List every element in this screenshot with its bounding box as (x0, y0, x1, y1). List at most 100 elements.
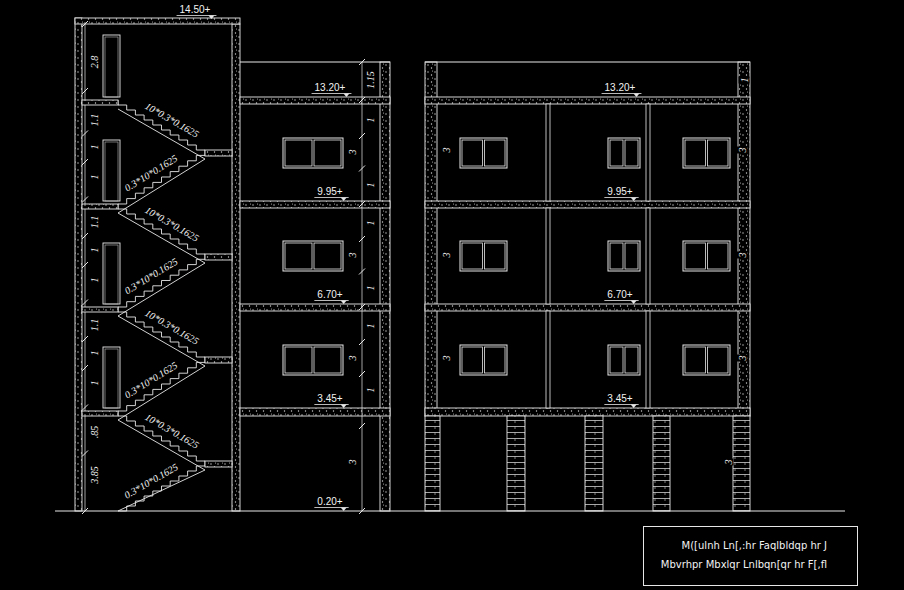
dimension: 1 (739, 77, 750, 84)
dimension: 3 (441, 355, 452, 362)
stair-note: 0.3*10*0.1625 (122, 255, 181, 297)
window (460, 345, 507, 375)
dimension: 1.15 (365, 70, 376, 90)
level-mark: 9.95+ (316, 186, 343, 197)
door (103, 140, 120, 201)
ground-line (55, 511, 845, 512)
stair-note: 10*0.3*0.1625 (142, 307, 201, 347)
window-pane (708, 347, 729, 373)
dimension-tick (82, 88, 88, 94)
dimension-tick (82, 233, 88, 239)
column (546, 208, 550, 304)
window-pane (685, 243, 706, 269)
window-pane (610, 243, 623, 269)
stair-flight (118, 150, 205, 204)
window-pane (314, 140, 341, 166)
brick-pier (507, 416, 525, 511)
floor-slab (425, 201, 750, 208)
parapet-line (425, 62, 750, 63)
level-mark: 13.20+ (314, 82, 347, 93)
window-pane (314, 347, 341, 373)
window (460, 241, 507, 271)
stair-landing (82, 100, 118, 105)
window-pane (485, 243, 506, 269)
dimension: 1 (89, 174, 100, 181)
roof-slab (240, 97, 390, 104)
window-pane (708, 140, 729, 166)
dimension-line (85, 24, 86, 511)
level-mark: 13.20+ (604, 82, 637, 93)
elevation-wall (425, 62, 437, 416)
stair-flight (118, 461, 205, 511)
dimension: 3 (737, 252, 748, 259)
dimension-tick (359, 508, 365, 514)
window-pane (314, 243, 341, 269)
dimension: 1 (365, 387, 376, 394)
dimension: 3 (441, 147, 452, 154)
window (683, 345, 730, 375)
dimension-tick (82, 336, 88, 342)
window (283, 138, 343, 168)
stair-wall (75, 18, 82, 511)
dimension-tick (82, 159, 88, 165)
dimension: 1 (365, 220, 376, 227)
stair-note: 10*0.3*0.1625 (142, 411, 201, 451)
dimension-tick (82, 508, 88, 514)
level-mark: 3.45+ (606, 393, 633, 404)
dimension-tick (359, 59, 365, 65)
window-pane (625, 243, 638, 269)
dimension: 3 (347, 252, 358, 259)
window-pane (485, 347, 506, 373)
stair-note: 0.3*10*0.1625 (122, 358, 180, 400)
door-frame (105, 37, 118, 97)
dimension: 3.85 (89, 465, 100, 485)
dimension: 1.1 (89, 215, 100, 230)
door-frame (105, 349, 118, 408)
column (646, 311, 650, 408)
window-pane (462, 140, 483, 166)
door (103, 347, 120, 408)
title-text: Mbvrhpr Mbxlqr Lnlbqn[qr hr F[,fl (658, 555, 827, 574)
dimension-tick (82, 451, 88, 457)
door-frame (105, 142, 118, 201)
dimension: 1.1 (89, 318, 100, 333)
dimension-tick (359, 371, 365, 377)
dimension: 3 (347, 355, 358, 362)
window-pane (285, 243, 312, 269)
dimension: 1 (365, 285, 376, 292)
window (283, 345, 343, 375)
level-triangle (631, 198, 637, 202)
brick-pier (653, 416, 670, 511)
dimension-line (362, 62, 363, 511)
floor-slab (240, 304, 390, 311)
stair-landing (205, 150, 232, 156)
stair-flight (118, 357, 205, 411)
level-triangle (633, 94, 639, 98)
window-pane (285, 347, 312, 373)
window (608, 241, 640, 271)
dimension: 3 (347, 459, 358, 466)
stair-note: 0.3*10*0.1625 (121, 461, 180, 501)
stair-landing (205, 461, 232, 467)
window-pane (285, 140, 312, 166)
stair-roof-slab (75, 18, 240, 24)
dimension: 3 (723, 459, 734, 466)
window-pane (625, 347, 638, 373)
dimension-tick (359, 166, 365, 172)
dimension: 1 (365, 182, 376, 189)
dimension: 1 (89, 247, 100, 254)
column (646, 104, 650, 201)
window-pane (462, 243, 483, 269)
brick-pier (585, 416, 603, 511)
dimension: 3 (737, 355, 748, 362)
dimension-tick (82, 131, 88, 137)
parapet-line (240, 62, 390, 63)
window (608, 345, 640, 375)
drawing-part (55, 24, 845, 511)
dimension-tick (82, 300, 88, 306)
window-pane (708, 243, 729, 269)
elevation-wall (738, 62, 750, 416)
drawing-part (82, 16, 750, 515)
stair-landing (82, 204, 118, 209)
dimension: 3 (441, 252, 452, 259)
